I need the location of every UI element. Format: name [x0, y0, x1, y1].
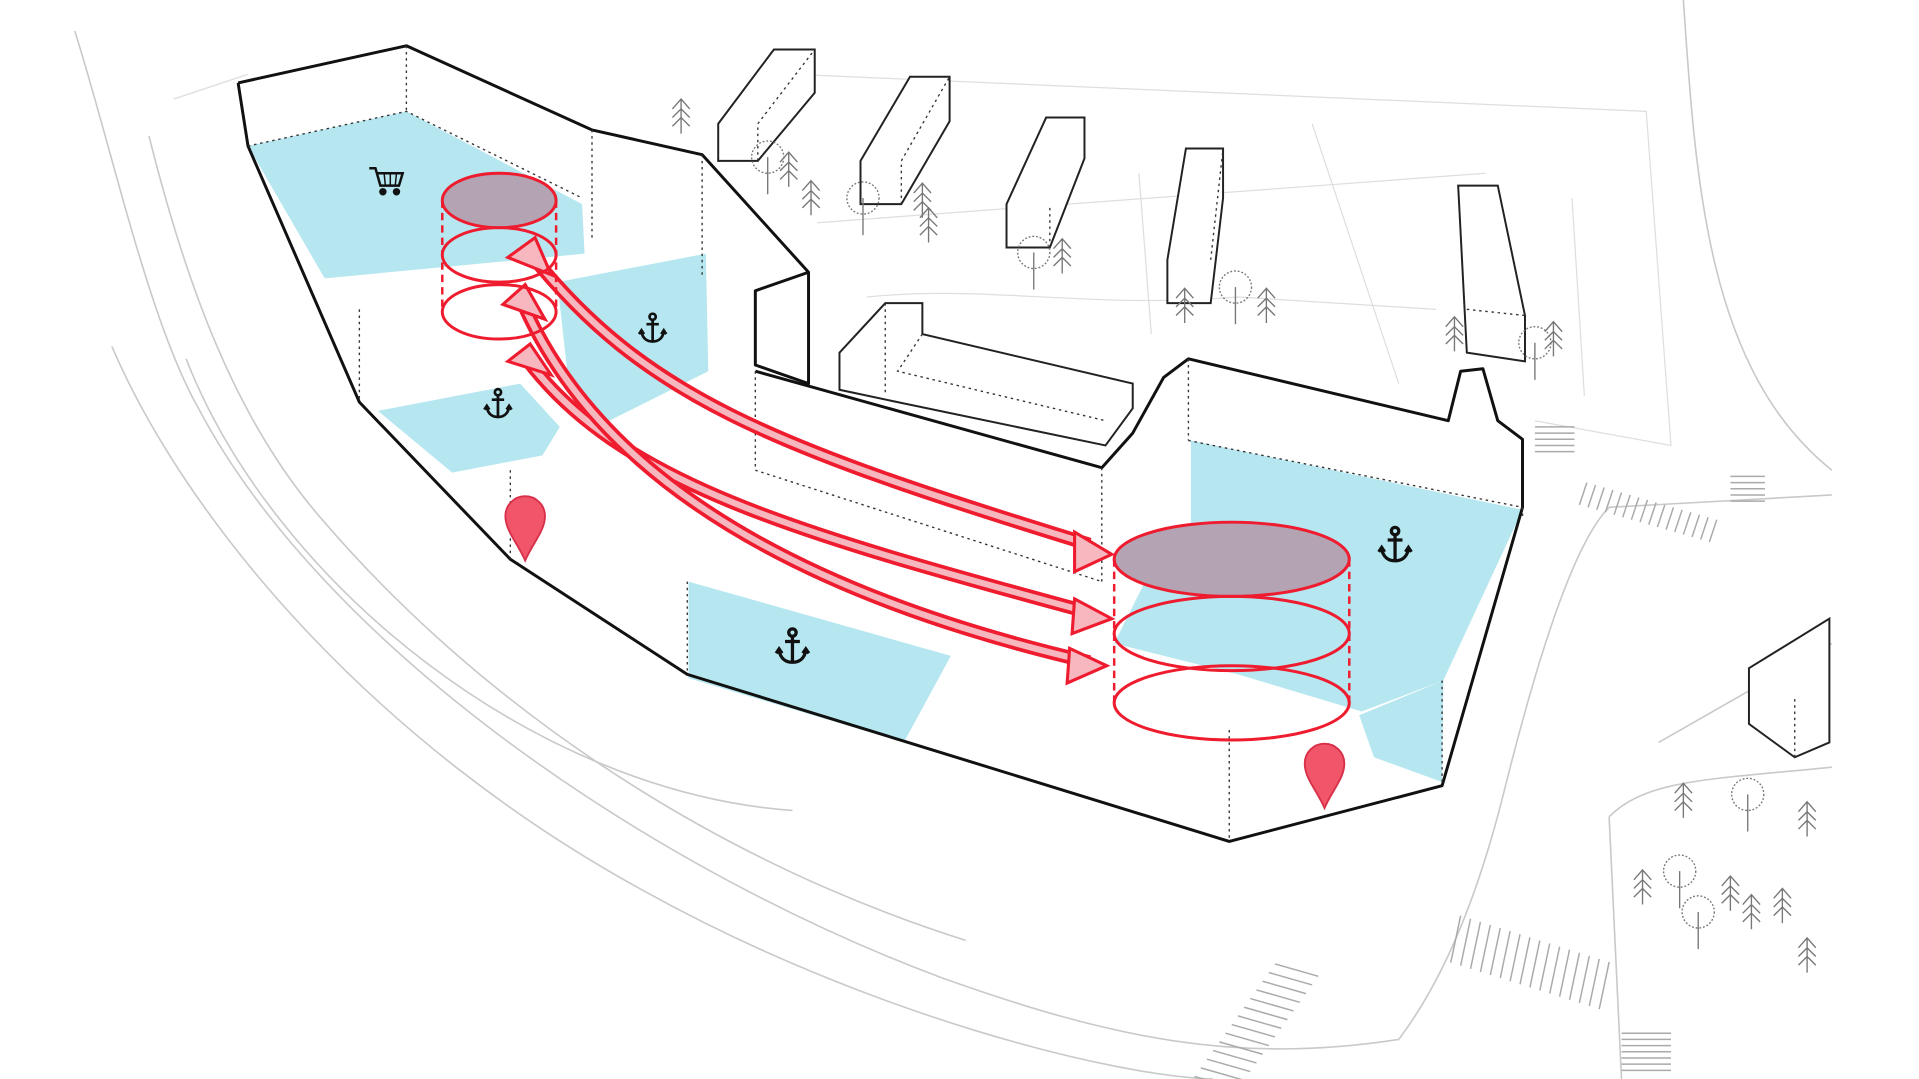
tree-icon [1544, 320, 1563, 357]
tree-icon [1218, 270, 1253, 325]
tree-icon [1773, 887, 1792, 924]
context-buildings [717, 48, 1831, 759]
zone-retail [248, 111, 585, 279]
vertical-core-right [1112, 520, 1351, 742]
tree-icon [846, 181, 880, 236]
tree-icon [913, 182, 932, 218]
location-pin-icon [504, 495, 546, 563]
anchor-icon [1377, 525, 1413, 563]
arrowheads [499, 235, 1116, 686]
zone-anchor-2 [377, 383, 560, 473]
zone-anchor-4 [1114, 440, 1523, 783]
tree-icon [1742, 893, 1761, 930]
location-pin-icon [1303, 742, 1346, 811]
tree-icon [1016, 235, 1051, 290]
vertical-core-left [440, 171, 558, 341]
trees [671, 97, 1817, 973]
anchor-icon [637, 312, 668, 343]
anchor-icon [483, 387, 513, 419]
tree-icon [671, 97, 691, 134]
crosswalks [1194, 426, 1766, 1079]
tree-icon [1445, 315, 1464, 352]
tree-icon [1721, 875, 1740, 911]
circulation-arrows [499, 235, 1116, 686]
tree-icon [1730, 777, 1765, 832]
shopping-cart-icon [369, 167, 405, 196]
tree-icon [1674, 782, 1693, 818]
anchor-icon [774, 627, 811, 664]
tree-icon [1797, 800, 1817, 837]
tree-icon [919, 206, 938, 243]
tree-icon [1257, 287, 1276, 323]
tree-icon [1633, 868, 1652, 905]
zone-anchor-3 [688, 581, 951, 743]
tree-icon [779, 151, 798, 187]
tree-icon [801, 179, 821, 216]
mall-building-outline [236, 44, 1524, 843]
tree-icon [1175, 287, 1194, 323]
tree-icon [1662, 854, 1697, 909]
tree-icon [1681, 895, 1715, 950]
tree-icon [1797, 936, 1817, 973]
tree-icon [1053, 237, 1072, 274]
